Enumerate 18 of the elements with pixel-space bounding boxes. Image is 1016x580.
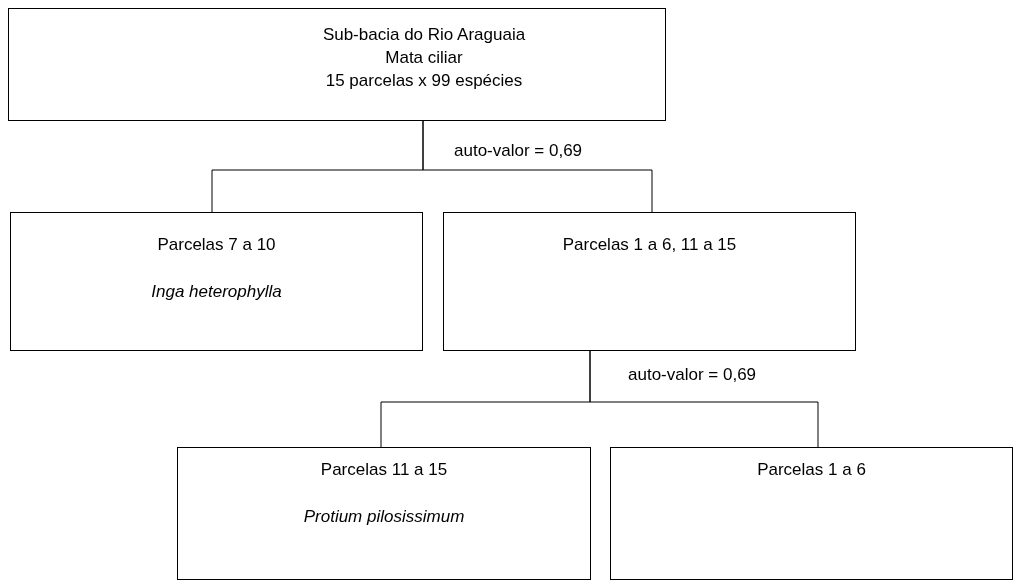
species-name: Protium pilosissimum <box>302 506 466 528</box>
connector-line <box>422 120 653 213</box>
species-name: Inga heterophylla <box>150 281 283 303</box>
node-title: Mata ciliar <box>384 47 464 69</box>
connector-line <box>589 350 819 448</box>
node-title: Parcelas 1 a 6 <box>756 459 867 481</box>
node-title: Sub-bacia do Rio Araguaia <box>321 24 527 46</box>
text-box <box>610 447 1013 580</box>
node-title: Parcelas 11 a 15 <box>319 459 449 481</box>
node-title: Parcelas 7 a 10 <box>156 234 277 256</box>
edge-label: auto-valor = 0,69 <box>626 365 759 385</box>
text-box <box>443 212 856 351</box>
text-box <box>10 212 423 351</box>
text-box <box>177 447 591 580</box>
edge-label: auto-valor = 0,69 <box>452 141 585 161</box>
text-box <box>8 8 666 121</box>
node-title: 15 parcelas x 99 espécies <box>324 70 524 92</box>
node-title: Parcelas 1 a 6, 11 a 15 <box>561 234 738 256</box>
